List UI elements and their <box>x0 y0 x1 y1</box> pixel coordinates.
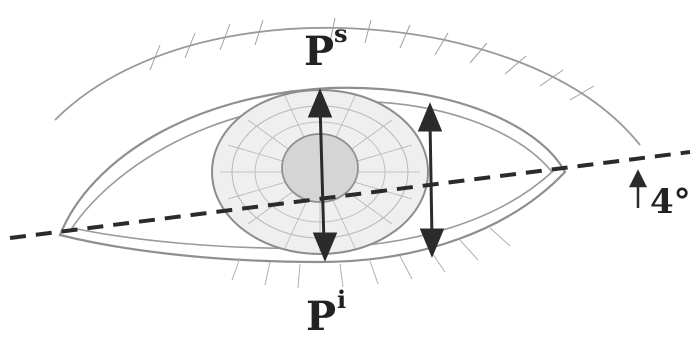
label-p-inferior-base: P <box>306 293 336 337</box>
label-p-superior-sup: s <box>334 19 348 48</box>
upper-lashes <box>149 17 595 101</box>
eye-opening <box>70 100 554 250</box>
eye-outline <box>58 86 567 264</box>
upper-eyelid-fold <box>54 26 641 146</box>
label-p-inferior-sup: i <box>337 285 346 314</box>
lid-opening-arrow <box>417 102 445 258</box>
eye-axis-line <box>9 150 691 240</box>
label-p-inferior: P i <box>306 285 346 337</box>
angle-indicator-arrow <box>628 169 648 208</box>
pupil-height-arrow <box>307 88 338 262</box>
angle-label: 4° <box>650 182 691 222</box>
label-p-superior-base: P <box>304 28 334 75</box>
label-p-superior: P s <box>304 19 348 75</box>
